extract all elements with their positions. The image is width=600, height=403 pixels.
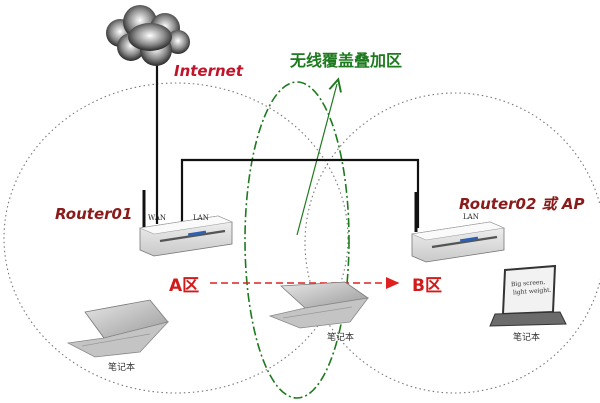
cables	[155, 60, 420, 228]
overlap-ellipse	[244, 81, 350, 399]
router02-label: Router02 或 AP	[459, 195, 585, 213]
notebook-label-right: 笔记本	[513, 333, 541, 343]
notebook-label-left: 笔记本	[108, 363, 136, 373]
lan-port-label-router02: LAN	[463, 213, 479, 221]
lan-port-label-router01: LAN	[193, 214, 209, 222]
cloud-icon	[106, 5, 190, 66]
router-icon	[410, 192, 506, 263]
coverage-area-a	[3, 82, 349, 394]
zone-b-label: B区	[412, 276, 442, 296]
router01-label: Router01	[55, 205, 133, 223]
overlap-area-label: 无线覆盖叠加区	[290, 51, 403, 70]
wan-port-label: WAN	[148, 214, 167, 222]
laptop-icon	[66, 299, 170, 358]
zone-a-label: A区	[169, 276, 200, 296]
notebook-label-middle: 笔记本	[327, 333, 355, 343]
router-icon	[138, 190, 234, 257]
coverage-area-b	[304, 92, 600, 394]
laptop-icon	[489, 264, 567, 327]
internet-label: Internet	[174, 62, 244, 80]
laptop-icon	[268, 281, 370, 329]
